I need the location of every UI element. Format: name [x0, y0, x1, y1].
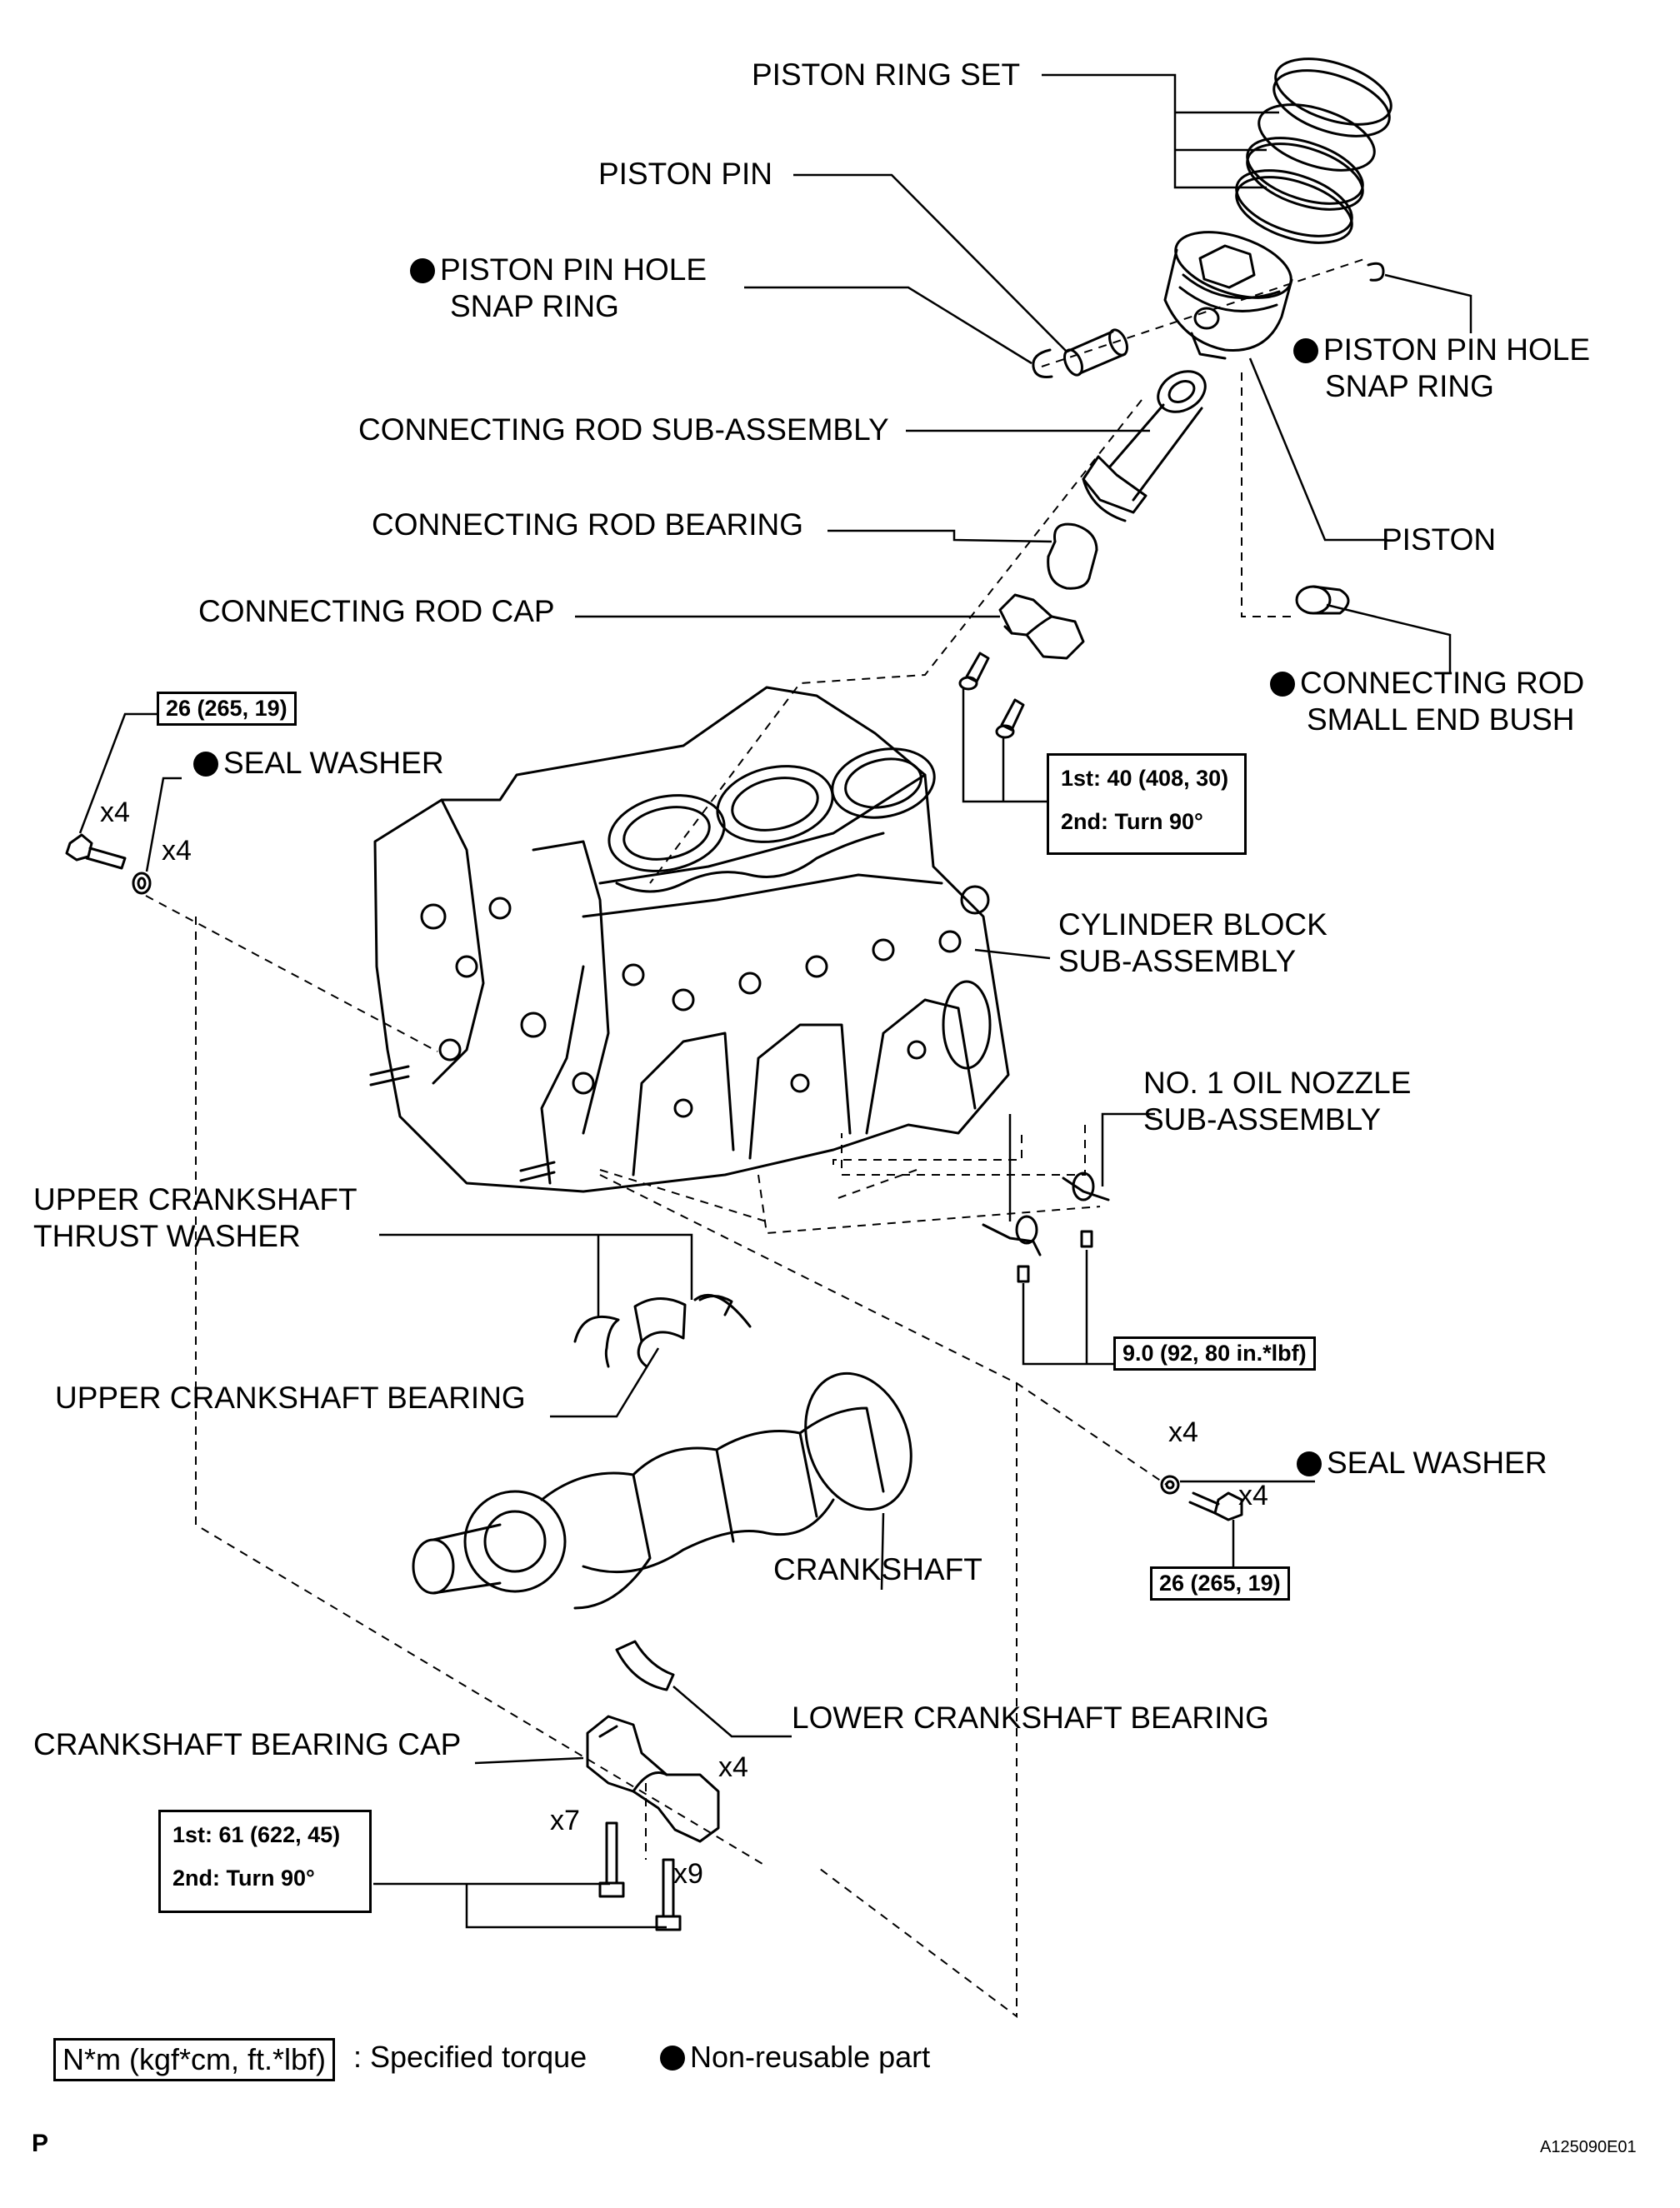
- label-piston-pin: PISTON PIN: [598, 157, 773, 191]
- cap-bolts-drawing: [598, 1821, 682, 1931]
- label-snap-ring-right-line2: SNAP RING: [1325, 369, 1494, 403]
- label-connecting-rod-sub-assembly: CONNECTING ROD SUB-ASSEMBLY: [358, 412, 889, 447]
- label-snap-ring-right-line1: PISTON PIN HOLE: [1323, 332, 1591, 367]
- bearing-cap-drawing: [586, 1715, 720, 1843]
- label-small-end-bush-line1: CONNECTING ROD: [1300, 666, 1585, 700]
- legend-nonreusable-text: Non-reusable part: [690, 2040, 931, 2074]
- torque-box-left-bolt: 26 (265, 19): [157, 692, 297, 726]
- nonreusable-marker-icon: [660, 2046, 685, 2071]
- nonreusable-marker-icon: [193, 752, 218, 777]
- label-piston-ring-set: PISTON RING SET: [752, 57, 1021, 92]
- label-lower-crankshaft-bearing: LOWER CRANKSHAFT BEARING: [792, 1701, 1269, 1735]
- label-connecting-rod-bearing: CONNECTING ROD BEARING: [372, 507, 804, 542]
- torque-box-right-bolt: 26 (265, 19): [1150, 1566, 1290, 1601]
- rod-bolts-drawing: [958, 652, 1025, 739]
- nonreusable-marker-icon: [1270, 672, 1295, 697]
- cylinder-block-drawing: [369, 686, 1010, 1193]
- small-end-bush-drawing: [1295, 585, 1350, 615]
- label-upper-thrust-washer-line2: THRUST WASHER: [33, 1219, 301, 1253]
- nonreusable-marker-icon: [1293, 338, 1318, 363]
- connecting-rod-bearing-drawing: [1047, 522, 1098, 590]
- connecting-rod-drawing: [1082, 370, 1207, 522]
- legend-torque-text: : Specified torque: [353, 2040, 588, 2074]
- label-seal-washer-right-text: SEAL WASHER: [1327, 1446, 1548, 1480]
- label-connecting-rod-cap: CONNECTING ROD CAP: [198, 594, 555, 628]
- corner-letter: P: [32, 2130, 49, 2157]
- qty-cap-bolt-a: x7: [550, 1805, 580, 1836]
- label-small-end-bush: CONNECTING ROD: [1270, 665, 1584, 702]
- label-cylinder-block: CYLINDER BLOCK: [1058, 907, 1328, 942]
- snap-ring-right-drawing: [1367, 262, 1385, 282]
- torque-cap-1st: 1st: 61 (622, 45): [172, 1822, 341, 1847]
- qty-right-bolt: x4: [1238, 1480, 1268, 1511]
- piston-ring-set-drawing: [1235, 57, 1392, 244]
- label-snap-ring-left: PISTON PIN HOLE: [410, 252, 707, 288]
- nonreusable-marker-icon: [1297, 1451, 1322, 1476]
- upper-bearing-drawing: [633, 1296, 687, 1368]
- label-oil-nozzle-line2: SUB-ASSEMBLY: [1143, 1102, 1382, 1136]
- piston-pin-drawing: [1063, 328, 1128, 377]
- label-crankshaft-bearing-cap: CRANKSHAFT BEARING CAP: [33, 1727, 462, 1761]
- qty-left-washer: x4: [162, 835, 192, 867]
- qty-left-bolt: x4: [100, 797, 130, 828]
- torque-box-rod-bolts: 1st: 40 (408, 30) 2nd: Turn 90°: [1047, 753, 1247, 855]
- label-upper-thrust-washer: UPPER CRANKSHAFT: [33, 1182, 358, 1216]
- label-snap-ring-right: PISTON PIN HOLE: [1293, 332, 1590, 368]
- label-oil-nozzle: NO. 1 OIL NOZZLE: [1143, 1066, 1412, 1100]
- torque-cap-2nd: 2nd: Turn 90°: [172, 1866, 315, 1891]
- label-crankshaft: CRANKSHAFT: [773, 1552, 982, 1586]
- connecting-rod-cap-drawing: [998, 593, 1085, 660]
- oil-nozzle-drawing: [982, 1171, 1110, 1283]
- piston-drawing: [1163, 231, 1293, 360]
- lower-bearing-drawing: [615, 1640, 675, 1691]
- label-piston: PISTON: [1382, 522, 1497, 557]
- legend-nonreusable: Non-reusable part: [660, 2040, 930, 2075]
- left-bolt-drawing: [65, 833, 152, 895]
- right-bolt-drawing: [1160, 1475, 1243, 1521]
- figure-id: A125090E01: [1540, 2138, 1637, 2156]
- label-upper-crankshaft-bearing: UPPER CRANKSHAFT BEARING: [55, 1381, 526, 1415]
- qty-right-washer: x4: [1168, 1416, 1198, 1448]
- label-snap-ring-left-line2: SNAP RING: [450, 289, 619, 323]
- label-seal-washer-top: SEAL WASHER: [193, 745, 444, 782]
- snap-ring-left-drawing: [1032, 348, 1053, 378]
- label-seal-washer-top-text: SEAL WASHER: [223, 746, 444, 780]
- torque-box-bearing-cap: 1st: 61 (622, 45) 2nd: Turn 90°: [158, 1810, 372, 1913]
- upper-thrust-washer-drawing: [573, 1293, 752, 1368]
- torque-box-oil-nozzle: 9.0 (92, 80 in.*lbf): [1113, 1336, 1316, 1371]
- label-snap-ring-left-line1: PISTON PIN HOLE: [440, 252, 708, 287]
- qty-cap-bolt-b: x9: [673, 1858, 703, 1890]
- crankshaft-drawing: [412, 1371, 912, 1610]
- label-seal-washer-right: SEAL WASHER: [1297, 1445, 1548, 1481]
- legend-torque-box: N*m (kgf*cm, ft.*lbf): [53, 2038, 336, 2081]
- torque-rod-2nd: 2nd: Turn 90°: [1061, 809, 1203, 834]
- label-cylinder-block-line2: SUB-ASSEMBLY: [1058, 944, 1297, 978]
- qty-bearing-cap: x4: [718, 1751, 748, 1783]
- torque-rod-1st: 1st: 40 (408, 30): [1061, 766, 1229, 791]
- label-small-end-bush-line2: SMALL END BUSH: [1307, 702, 1575, 737]
- nonreusable-marker-icon: [410, 258, 435, 283]
